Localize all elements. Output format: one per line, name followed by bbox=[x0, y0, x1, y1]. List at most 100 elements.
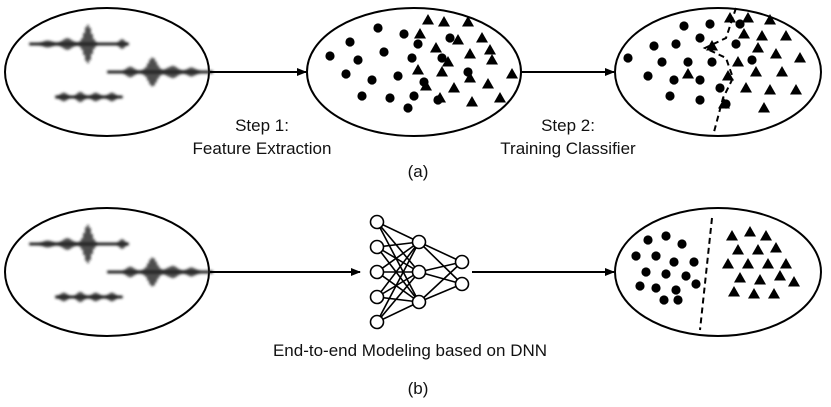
circle-point bbox=[659, 295, 669, 305]
triangle-point bbox=[732, 56, 744, 67]
circle-point bbox=[747, 55, 757, 65]
triangle-point bbox=[448, 82, 460, 93]
circle-point bbox=[691, 279, 701, 289]
triangle-point bbox=[738, 28, 750, 39]
circle-point bbox=[649, 41, 659, 51]
nn-connection bbox=[418, 241, 463, 263]
panel-a: Step 1: Feature Extraction Step 2: Train… bbox=[4, 7, 822, 181]
triangle-point bbox=[436, 66, 448, 77]
triangle-point bbox=[414, 28, 426, 39]
circle-point bbox=[679, 21, 689, 31]
triangle-point bbox=[486, 54, 498, 65]
triangle-point bbox=[742, 258, 754, 269]
circle-point bbox=[661, 231, 671, 241]
step2-label: Step 2: bbox=[541, 116, 595, 135]
triangle-point bbox=[718, 98, 730, 109]
circle-point bbox=[669, 257, 679, 267]
triangle-point bbox=[722, 70, 734, 81]
circle-point bbox=[437, 53, 447, 63]
step2-desc: Training Classifier bbox=[500, 139, 636, 158]
triangle-point bbox=[706, 40, 718, 51]
separated-points bbox=[631, 226, 800, 305]
triangle-point bbox=[484, 44, 496, 55]
triangle-point bbox=[412, 64, 424, 75]
nn-connection bbox=[418, 283, 463, 303]
nn-node bbox=[411, 234, 427, 250]
circle-point bbox=[651, 251, 661, 261]
triangle-point bbox=[794, 52, 806, 63]
triangle-point bbox=[780, 30, 792, 41]
nn-node bbox=[369, 239, 385, 255]
nn-connection bbox=[376, 271, 420, 298]
triangle-point bbox=[462, 16, 474, 27]
triangle-point bbox=[482, 78, 494, 89]
nn-connection bbox=[376, 271, 420, 303]
triangle-point bbox=[740, 82, 752, 93]
nn-connection bbox=[376, 301, 420, 323]
triangle-point bbox=[780, 258, 792, 269]
triangle-point bbox=[752, 42, 764, 53]
triangle-point bbox=[438, 16, 450, 27]
nn-node bbox=[411, 294, 427, 310]
triangle-point bbox=[422, 14, 434, 25]
circle-point bbox=[735, 19, 745, 29]
circle-point bbox=[671, 285, 681, 295]
waveform-icon bbox=[29, 24, 213, 103]
nn-connection bbox=[376, 221, 420, 243]
waveform-icon bbox=[29, 224, 213, 303]
triangle-point bbox=[742, 12, 754, 23]
step1-desc: Feature Extraction bbox=[193, 139, 332, 158]
circle-point bbox=[623, 53, 633, 63]
triangle-point bbox=[434, 92, 446, 103]
triangle-point bbox=[770, 48, 782, 59]
nn-node bbox=[369, 214, 385, 230]
circle-point bbox=[635, 281, 645, 291]
nn-connection bbox=[418, 261, 463, 303]
circle-point bbox=[393, 71, 403, 81]
circle-point bbox=[671, 39, 681, 49]
circle-point bbox=[345, 37, 355, 47]
separated-space-ellipse bbox=[614, 207, 822, 337]
caption-b: (b) bbox=[408, 379, 429, 398]
nn-connection bbox=[376, 246, 420, 303]
triangle-point bbox=[790, 84, 802, 95]
circle-point bbox=[399, 29, 409, 39]
nn-connection bbox=[376, 241, 420, 323]
nn-connection bbox=[376, 246, 420, 273]
circle-point bbox=[705, 19, 715, 29]
triangle-point bbox=[748, 288, 760, 299]
triangle-point bbox=[726, 230, 738, 241]
triangle-point bbox=[452, 34, 464, 45]
circle-point bbox=[385, 93, 395, 103]
triangle-point bbox=[722, 258, 734, 269]
circle-point bbox=[673, 295, 683, 305]
triangle-point bbox=[788, 276, 800, 287]
circle-point bbox=[413, 39, 423, 49]
classified-points bbox=[623, 12, 806, 113]
circle-point bbox=[373, 23, 383, 33]
triangle-point bbox=[430, 42, 442, 53]
circle-point bbox=[631, 251, 641, 261]
circle-point bbox=[643, 235, 653, 245]
classified-space-ellipse bbox=[614, 7, 822, 137]
nn-node bbox=[454, 276, 470, 292]
circle-point bbox=[657, 57, 667, 67]
triangle-point bbox=[734, 272, 746, 283]
circle-point bbox=[731, 39, 741, 49]
nn-connection bbox=[376, 241, 420, 298]
circle-point bbox=[325, 51, 335, 61]
decision-boundary bbox=[702, 7, 737, 133]
nn-node bbox=[369, 314, 385, 330]
triangle-point bbox=[464, 72, 476, 83]
triangle-point bbox=[770, 242, 782, 253]
circle-point bbox=[677, 239, 687, 249]
nn-connection bbox=[376, 271, 420, 323]
nn-connection bbox=[376, 221, 420, 273]
circle-point bbox=[707, 57, 717, 67]
triangle-point bbox=[728, 286, 740, 297]
triangle-point bbox=[464, 48, 476, 59]
circle-point bbox=[689, 257, 699, 267]
circle-point bbox=[409, 91, 419, 101]
nn-node bbox=[369, 264, 385, 280]
nn-node bbox=[411, 264, 427, 280]
